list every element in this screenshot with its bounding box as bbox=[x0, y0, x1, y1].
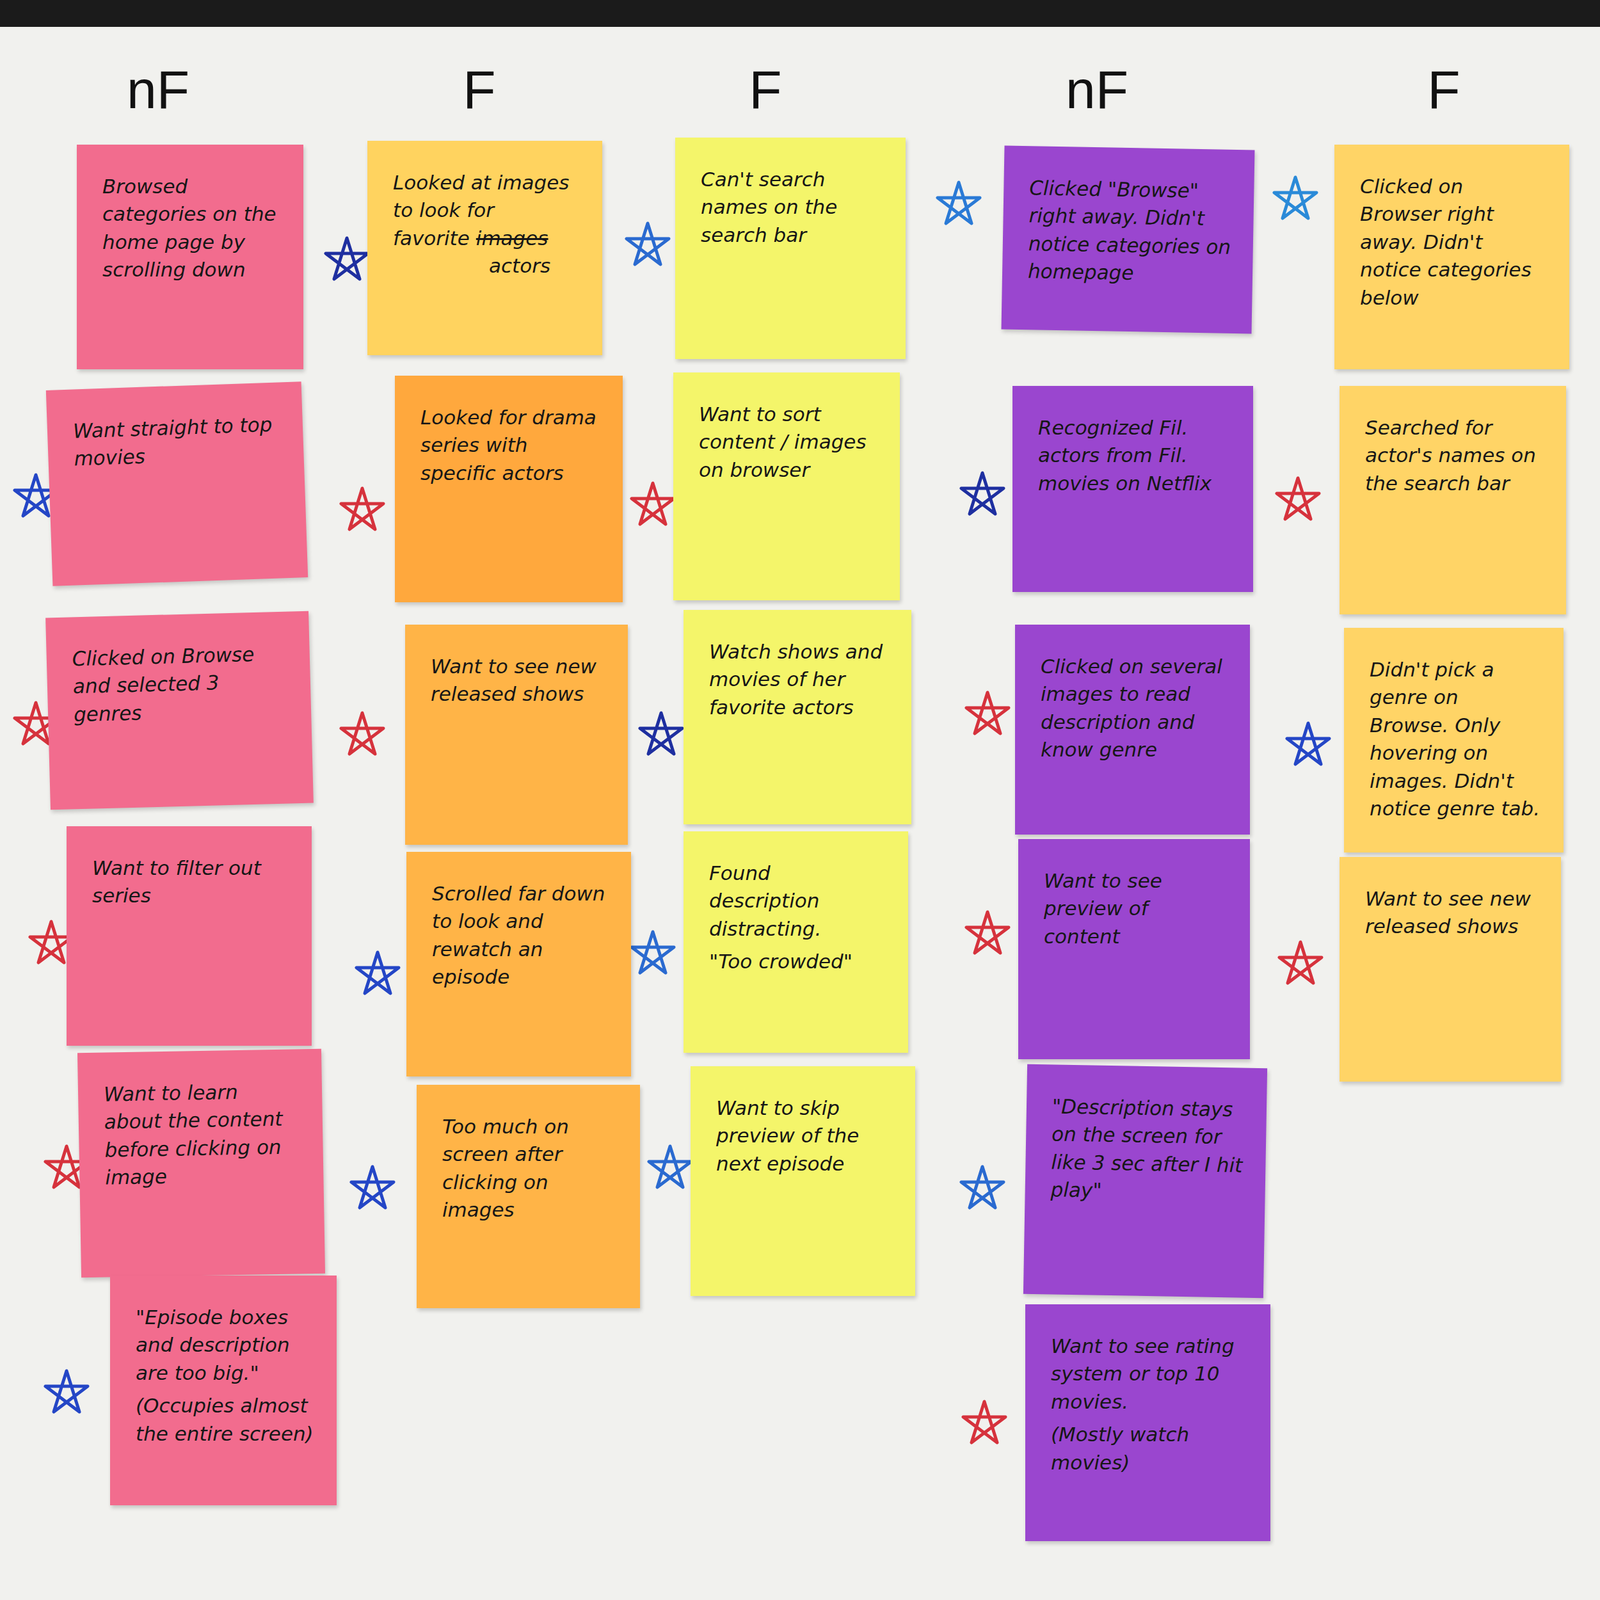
sticky-note: Want straight to top movies bbox=[46, 381, 308, 587]
blue-star bbox=[640, 712, 683, 754]
note-text: Clicked on Browser right away. Didn't no… bbox=[1360, 172, 1548, 312]
red-star bbox=[963, 1401, 1006, 1443]
sticky-note: Want to learn about the content before c… bbox=[77, 1048, 326, 1279]
red-star bbox=[966, 912, 1009, 953]
note-text: Scrolled far down to look and rewatch an… bbox=[432, 880, 610, 992]
note-text: actors bbox=[488, 252, 581, 280]
note-text: Can't search names on the search bar bbox=[700, 165, 884, 249]
blue-star bbox=[631, 931, 674, 973]
note-text: Want to see rating system or top 10 movi… bbox=[1050, 1332, 1249, 1416]
column-heading: F bbox=[1427, 58, 1460, 121]
blue-star bbox=[325, 238, 368, 280]
blue-star bbox=[1287, 723, 1330, 765]
note-text: images bbox=[476, 226, 549, 250]
sticky-note: Watch shows and movies of her favorite a… bbox=[683, 609, 912, 825]
sticky-note: Want to see new released shows bbox=[1339, 856, 1561, 1082]
note-text: Want straight to top movies bbox=[72, 410, 283, 473]
sticky-note: Searched for actor's names on the search… bbox=[1339, 385, 1567, 615]
note-text: "Too crowded" bbox=[709, 947, 887, 976]
red-star bbox=[631, 483, 674, 525]
note-text: Want to see new released shows bbox=[1365, 885, 1540, 941]
blue-star bbox=[937, 182, 980, 224]
note-text: Clicked on several images to read descri… bbox=[1040, 652, 1229, 765]
sticky-note: Want to skip preview of the next episode bbox=[690, 1066, 916, 1296]
note-text: Browsed categories on the home page by s… bbox=[102, 172, 282, 285]
note-text: "Description stays on the screen for lik… bbox=[1050, 1092, 1245, 1208]
note-text: Didn't pick a genre on Browse. Only hove… bbox=[1369, 656, 1542, 823]
note-text: Watch shows and movies of her favorite a… bbox=[709, 638, 890, 722]
sticky-note: Want to see preview of content bbox=[1018, 839, 1250, 1060]
note-text: Want to skip preview of the next episode bbox=[716, 1094, 894, 1178]
note-text: Clicked on Browse and selected 3 genres bbox=[71, 640, 290, 729]
blue-star bbox=[626, 223, 669, 265]
sticky-note: Want to sort content / images on browser bbox=[673, 372, 900, 601]
red-star bbox=[1276, 478, 1320, 520]
sticky-note: Found description distracting. "Too crowd… bbox=[683, 831, 909, 1053]
note-text: Too much on screen after clicking on ima… bbox=[442, 1112, 619, 1225]
note-text: Recognized Fil. actors from Fil. movies … bbox=[1038, 414, 1232, 498]
sticky-note: Want to see new released shows bbox=[405, 624, 628, 845]
blue-star bbox=[356, 952, 399, 994]
note-text: Want to see new released shows bbox=[430, 652, 607, 709]
red-star bbox=[1279, 942, 1322, 984]
note-text: Want to sort content / images on browser bbox=[698, 400, 879, 484]
note-text: "Episode boxes and description are too b… bbox=[135, 1303, 315, 1387]
sticky-note: Can't search names on the search bar bbox=[675, 137, 906, 360]
sticky-note: Clicked on Browse and selected 3 genres bbox=[45, 611, 314, 811]
note-text: Found description distracting. bbox=[709, 859, 887, 943]
blue-star bbox=[45, 1370, 88, 1412]
note-text: Want to filter out series bbox=[92, 854, 290, 911]
sticky-note: Too much on screen after clicking on ima… bbox=[416, 1084, 640, 1309]
red-star bbox=[966, 692, 1009, 734]
sticky-note: Clicked on several images to read descri… bbox=[1015, 624, 1250, 835]
sticky-note: Scrolled far down to look and rewatch an… bbox=[406, 851, 632, 1077]
blue-star bbox=[961, 1166, 1004, 1208]
blue-star bbox=[351, 1166, 394, 1208]
column-heading: nF bbox=[1065, 58, 1129, 121]
note-text: (Mostly watch movies) bbox=[1050, 1420, 1249, 1477]
sticky-note: "Episode boxes and description are too b… bbox=[110, 1275, 337, 1506]
note-text: Searched for actor's names on the search… bbox=[1365, 414, 1545, 498]
note-text: Want to see preview of content bbox=[1043, 867, 1229, 951]
sticky-note: Browsed categories on the home page by s… bbox=[76, 144, 304, 370]
blue-star bbox=[648, 1146, 692, 1188]
sticky-note: Clicked on Browser right away. Didn't no… bbox=[1334, 144, 1570, 370]
sticky-note: Want to filter out series bbox=[66, 826, 312, 1046]
blue-star bbox=[961, 472, 1004, 514]
sticky-note: "Description stays on the screen for lik… bbox=[1023, 1064, 1268, 1298]
sticky-note: Recognized Fil. actors from Fil. movies … bbox=[1012, 385, 1254, 592]
blue-star bbox=[1274, 177, 1317, 219]
sticky-note: Didn't pick a genre on Browse. Only hove… bbox=[1344, 627, 1564, 853]
column-heading: nF bbox=[126, 58, 190, 121]
red-star bbox=[341, 712, 384, 754]
note-text: Looked for drama series with specific ac… bbox=[420, 403, 601, 488]
sticky-note: Looked for drama series with specific ac… bbox=[394, 375, 623, 603]
sticky-note: Want to see rating system or top 10 movi… bbox=[1025, 1304, 1271, 1542]
column-heading: F bbox=[462, 58, 496, 121]
note-text: (Occupies almost the entire screen) bbox=[135, 1392, 315, 1448]
red-star bbox=[341, 488, 384, 530]
sticky-note: Clicked "Browse" right away. Didn't noti… bbox=[1001, 145, 1256, 335]
board-frame bbox=[0, 0, 1600, 27]
sticky-note: Looked at images to look for favoriteima… bbox=[367, 140, 603, 356]
note-text: Want to learn about the content before c… bbox=[103, 1077, 303, 1192]
note-text: Clicked "Browse" right away. Didn't noti… bbox=[1027, 174, 1233, 289]
column-heading: F bbox=[748, 58, 782, 121]
